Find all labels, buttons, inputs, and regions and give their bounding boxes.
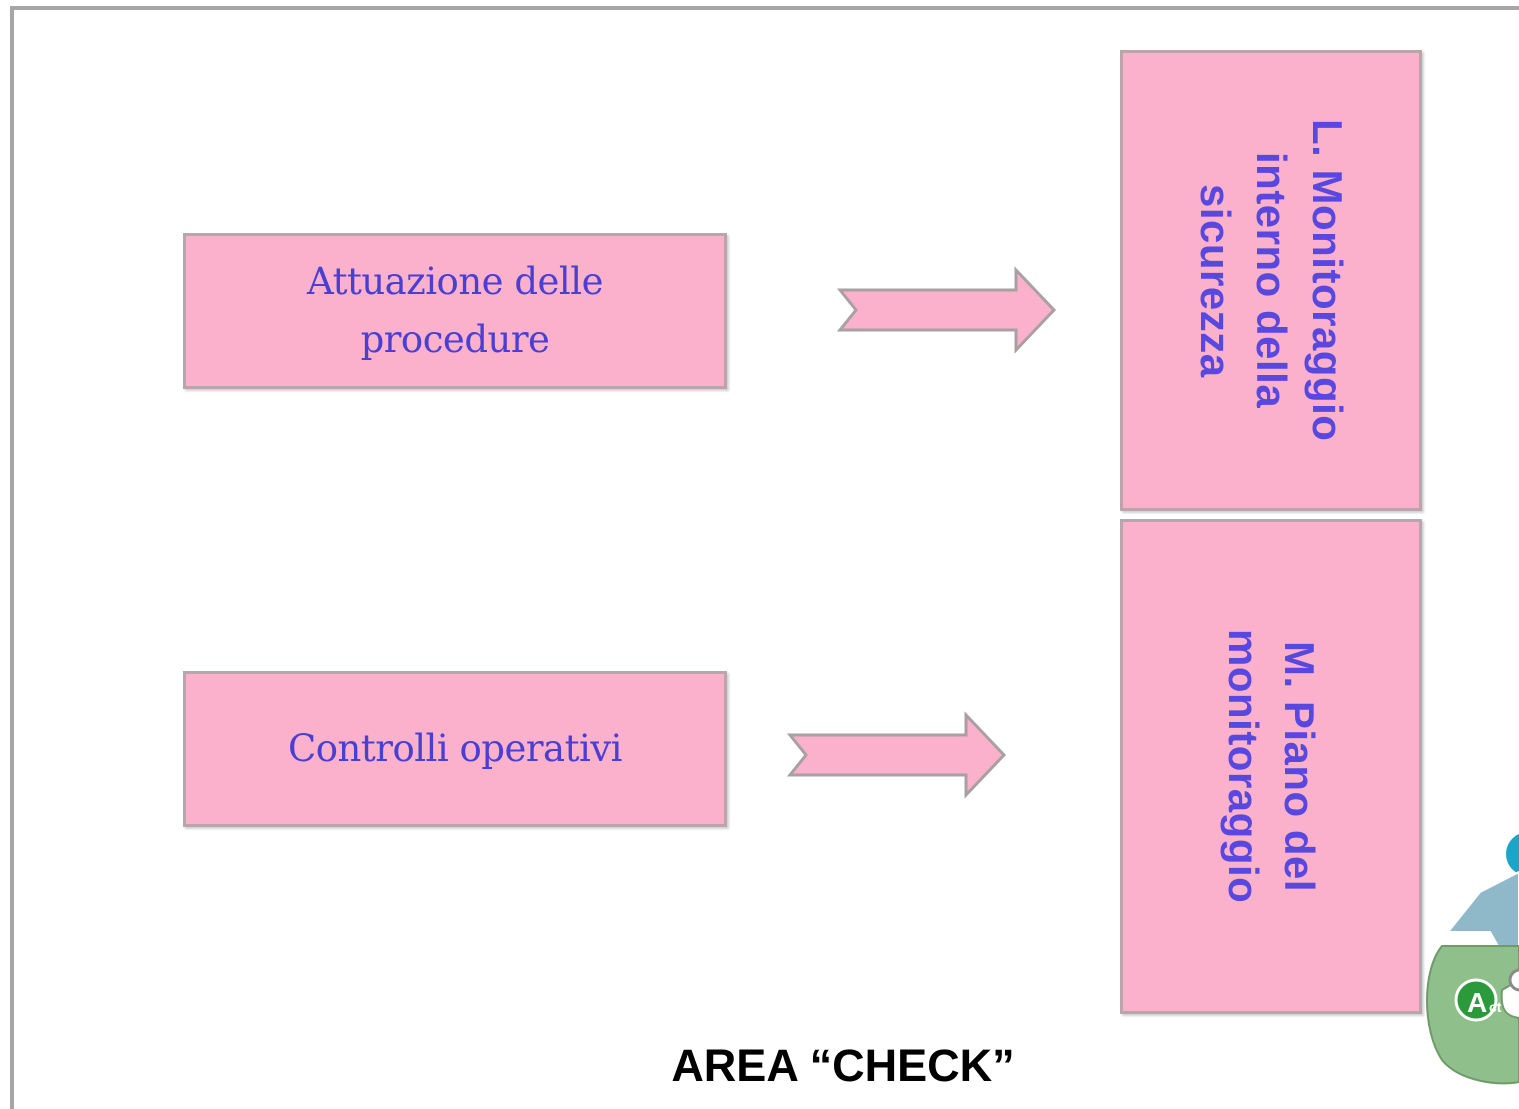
target-box-piano-monitoraggio-text: M. Piano del monitoraggio [1215,629,1327,903]
source-box-controlli-line-1: Controlli operativi [287,727,623,770]
source-box-controlli-text: Controlli operativi [287,720,623,778]
pdca-cycle-icon: A ct [1426,833,1519,1085]
pdca-act-letter: A [1467,987,1487,1018]
target-box-piano-monitoraggio: M. Piano del monitoraggio [1120,519,1422,1014]
target-box-piano-monitoraggio-line-2: monitoraggio [1220,629,1267,904]
slide-frame [10,6,1519,1109]
target-box-monitoraggio-interno-text: L. Monitoraggio interno della sicurezza [1187,119,1355,441]
target-box-monitoraggio-interno-line-1: L. Monitoraggio [1304,119,1351,442]
target-box-monitoraggio-interno-line-2: interno della [1248,152,1295,409]
source-box-attuazione-line-2: procedure [360,318,550,361]
area-title: AREA “CHECK” [671,1040,1015,1091]
pdca-act-suffix: ct [1489,999,1502,1015]
source-box-attuazione-text: Attuazione delle procedure [307,253,603,369]
pdca-cycle-graphic: A ct [1420,820,1519,1090]
source-box-attuazione-line-1: Attuazione delle [307,260,603,303]
target-box-monitoraggio-interno-line-3: sicurezza [1192,183,1239,378]
target-box-piano-monitoraggio-line-1: M. Piano del [1276,640,1323,893]
source-box-attuazione: Attuazione delle procedure [183,233,727,389]
source-box-controlli: Controlli operativi [183,671,727,827]
arrow-right-icon [836,266,1057,354]
arrow-right-icon [786,711,1007,799]
target-box-monitoraggio-interno: L. Monitoraggio interno della sicurezza [1120,50,1422,511]
